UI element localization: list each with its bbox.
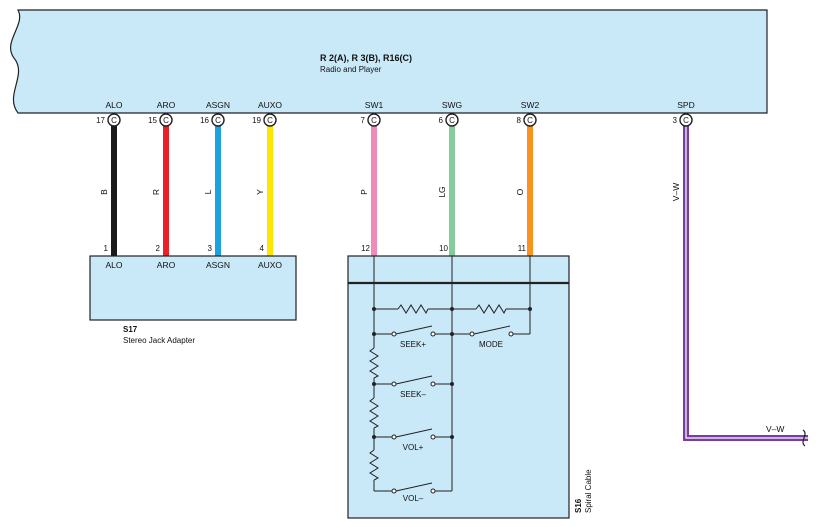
wire-break-mark	[802, 429, 806, 447]
pin-label-alo: ALO	[105, 100, 122, 110]
pin-label-sw2: SW2	[521, 100, 540, 110]
steering-switch-circuit	[369, 256, 531, 492]
stereo-jack-id: S17	[123, 325, 138, 334]
circuit-nodes	[372, 307, 532, 494]
pin-label-sw1: SW1	[365, 100, 384, 110]
jack-pin-num-3: 3	[208, 244, 213, 253]
pin-conn-spd: C	[683, 116, 689, 125]
pin-label-auxo: AUXO	[258, 100, 282, 110]
pin-conn-alo: C	[111, 116, 117, 125]
pin-label-asgn: ASGN	[206, 100, 230, 110]
spiral-cable-name: Spiral Cable	[584, 469, 593, 513]
spiral-cable-id: S16	[574, 498, 583, 513]
pin-label-spd: SPD	[677, 100, 694, 110]
wire-label-p: P	[359, 189, 369, 195]
jack-pin-label-auxo: AUXO	[258, 260, 282, 270]
pin-num-15: 15	[148, 116, 157, 125]
jack-pin-label-alo: ALO	[105, 260, 122, 270]
pin-label-aro: ARO	[157, 100, 176, 110]
stereo-jack-name: Stereo Jack Adapter	[123, 336, 195, 345]
pin-num-8: 8	[517, 116, 522, 125]
resistor-top-right	[475, 304, 507, 315]
pin-num-16: 16	[200, 116, 209, 125]
jack-pin-num-1: 1	[104, 244, 109, 253]
jack-pin-num-4: 4	[260, 244, 265, 253]
pin-conn-swg: C	[449, 116, 455, 125]
switch-label-seek-plus: SEEK+	[400, 340, 426, 349]
jack-pin-num-2: 2	[156, 244, 161, 253]
pin-num-3: 3	[673, 116, 678, 125]
continuation-label: V–W	[766, 424, 784, 434]
pin-conn-auxo: C	[267, 116, 273, 125]
radio-id: R 2(A), R 3(B), R16(C)	[320, 53, 412, 63]
wire-label-l: L	[203, 189, 213, 194]
resistor-left-3	[369, 449, 380, 481]
spiral-cable-box	[347, 255, 570, 519]
spiral-pin-num-11: 11	[518, 244, 527, 253]
wires	[111, 126, 808, 441]
wire-v-w	[683, 126, 808, 441]
radio-name: Radio and Player	[320, 65, 382, 74]
spiral-pin-num-12: 12	[361, 244, 370, 253]
radio-player-box	[9, 9, 768, 114]
wire-label-y: Y	[255, 189, 265, 195]
spiral-pin-num-10: 10	[439, 244, 448, 253]
pin-num-19: 19	[252, 116, 261, 125]
pin-num-6: 6	[439, 116, 444, 125]
stereo-jack-box	[89, 255, 297, 321]
wire-label-lg: LG	[437, 186, 447, 197]
pin-conn-aro: C	[163, 116, 169, 125]
pin-conn-sw2: C	[527, 116, 533, 125]
wire-label-r: R	[151, 189, 161, 195]
resistor-top-left	[397, 304, 429, 315]
switch-label-seek-minus: SEEK–	[400, 390, 426, 399]
wire-v-w-stripe	[685, 126, 808, 439]
pin-conn-asgn: C	[215, 116, 221, 125]
switch-label-vol-minus: VOL–	[403, 494, 424, 503]
jack-pin-label-aro: ARO	[157, 260, 176, 270]
switch-label-mode: MODE	[479, 340, 503, 349]
radio-pin-circles: C C C C C C C C	[107, 113, 693, 127]
wire-label-v-w: V–W	[671, 183, 681, 201]
pin-num-7: 7	[361, 116, 366, 125]
pin-label-swg: SWG	[442, 100, 462, 110]
resistor-left-2	[369, 397, 380, 429]
pin-conn-sw1: C	[371, 116, 377, 125]
resistor-left-1	[369, 347, 380, 379]
wire-label-o: O	[515, 188, 525, 195]
jack-pin-label-asgn: ASGN	[206, 260, 230, 270]
pin-num-17: 17	[96, 116, 105, 125]
wire-label-b: B	[99, 189, 109, 195]
switch-label-vol-plus: VOL+	[403, 443, 424, 452]
